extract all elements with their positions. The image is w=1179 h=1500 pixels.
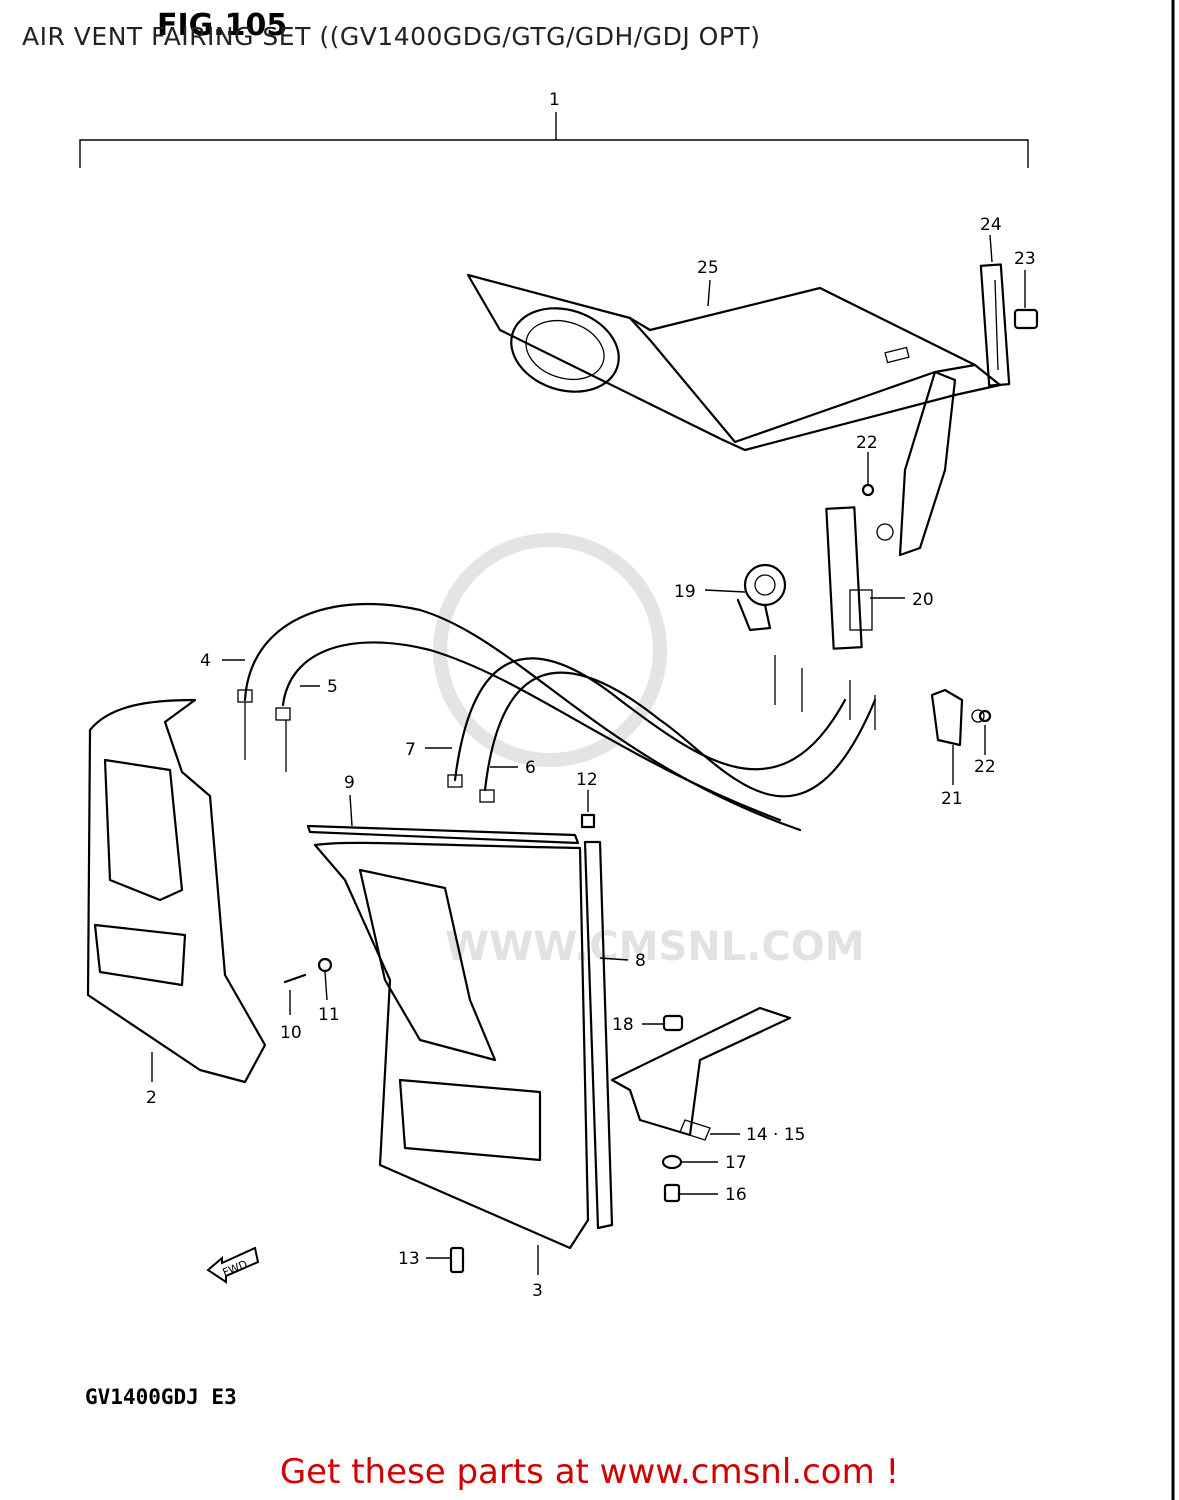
callout-2: 2 bbox=[146, 1088, 157, 1108]
callout-10: 10 bbox=[280, 1023, 302, 1043]
callout-5: 5 bbox=[327, 677, 338, 697]
callout-8: 8 bbox=[635, 951, 646, 971]
callout-19: 19 bbox=[674, 582, 696, 602]
parts-link-banner[interactable]: Get these parts at www.cmsnl.com ! bbox=[279, 1452, 900, 1492]
callout-7: 7 bbox=[405, 740, 416, 760]
part-11-grommet bbox=[317, 957, 333, 973]
leader-lines bbox=[151, 234, 1026, 1275]
part-24-strap bbox=[979, 263, 1011, 387]
callout-21: 21 bbox=[941, 789, 963, 809]
part-22-screws bbox=[861, 483, 992, 723]
callout-14-15: 14 · 15 bbox=[746, 1125, 805, 1145]
part-25-mounting-frame bbox=[466, 273, 1002, 557]
part-17-washer bbox=[661, 1154, 683, 1170]
callout-9: 9 bbox=[344, 773, 355, 793]
callout-23: 23 bbox=[1014, 249, 1036, 269]
callout-22-bottom: 22 bbox=[974, 757, 996, 777]
part-21-plate bbox=[930, 688, 985, 747]
part-12-clip bbox=[580, 813, 596, 829]
part-19-knob bbox=[736, 563, 787, 632]
callout-25: 25 bbox=[697, 258, 719, 278]
callout-13: 13 bbox=[398, 1249, 420, 1269]
part-3-right-fairing bbox=[313, 840, 614, 1250]
part-16-bolt bbox=[663, 1183, 681, 1203]
control-cables bbox=[237, 602, 877, 832]
fwd-arrow: FWD bbox=[206, 1246, 260, 1284]
callout-3: 3 bbox=[532, 1281, 543, 1301]
callout-11: 11 bbox=[318, 1005, 340, 1025]
part-14-bracket bbox=[610, 1006, 792, 1141]
part-10-screw bbox=[283, 973, 307, 984]
watermark-text: WWW.CMSNL.COM bbox=[445, 924, 865, 970]
part-13-screw bbox=[449, 1246, 465, 1274]
callout-4: 4 bbox=[200, 651, 211, 671]
callout-20: 20 bbox=[912, 590, 934, 610]
part-23-clip bbox=[1013, 308, 1039, 330]
model-code: GV1400GDJ E3 bbox=[85, 1385, 237, 1409]
callout-12: 12 bbox=[576, 770, 598, 790]
diagram-caption: AIR VENT FAIRING SET ((GV1400GDG/GTG/GDH… bbox=[22, 22, 761, 51]
callout-6: 6 bbox=[525, 758, 536, 778]
part-9-strip bbox=[306, 824, 580, 845]
callout-18: 18 bbox=[612, 1015, 634, 1035]
callout-labels: 1 2 3 4 5 6 7 8 9 10 11 12 13 14 · 15 16… bbox=[146, 90, 1036, 1301]
part-2-left-fairing bbox=[86, 698, 267, 1084]
part-20-switch-bracket bbox=[825, 506, 873, 650]
watermark-logo: WWW.CMSNL.COM bbox=[433, 533, 865, 970]
callout-22-top: 22 bbox=[856, 433, 878, 453]
callout-16: 16 bbox=[725, 1185, 747, 1205]
assembly-bracket-1 bbox=[79, 112, 1029, 168]
part-18-nut bbox=[662, 1014, 684, 1032]
figure-number: FIG.105 bbox=[157, 8, 288, 43]
callout-17: 17 bbox=[725, 1153, 747, 1173]
callout-24: 24 bbox=[980, 215, 1002, 235]
callout-1: 1 bbox=[549, 90, 560, 110]
